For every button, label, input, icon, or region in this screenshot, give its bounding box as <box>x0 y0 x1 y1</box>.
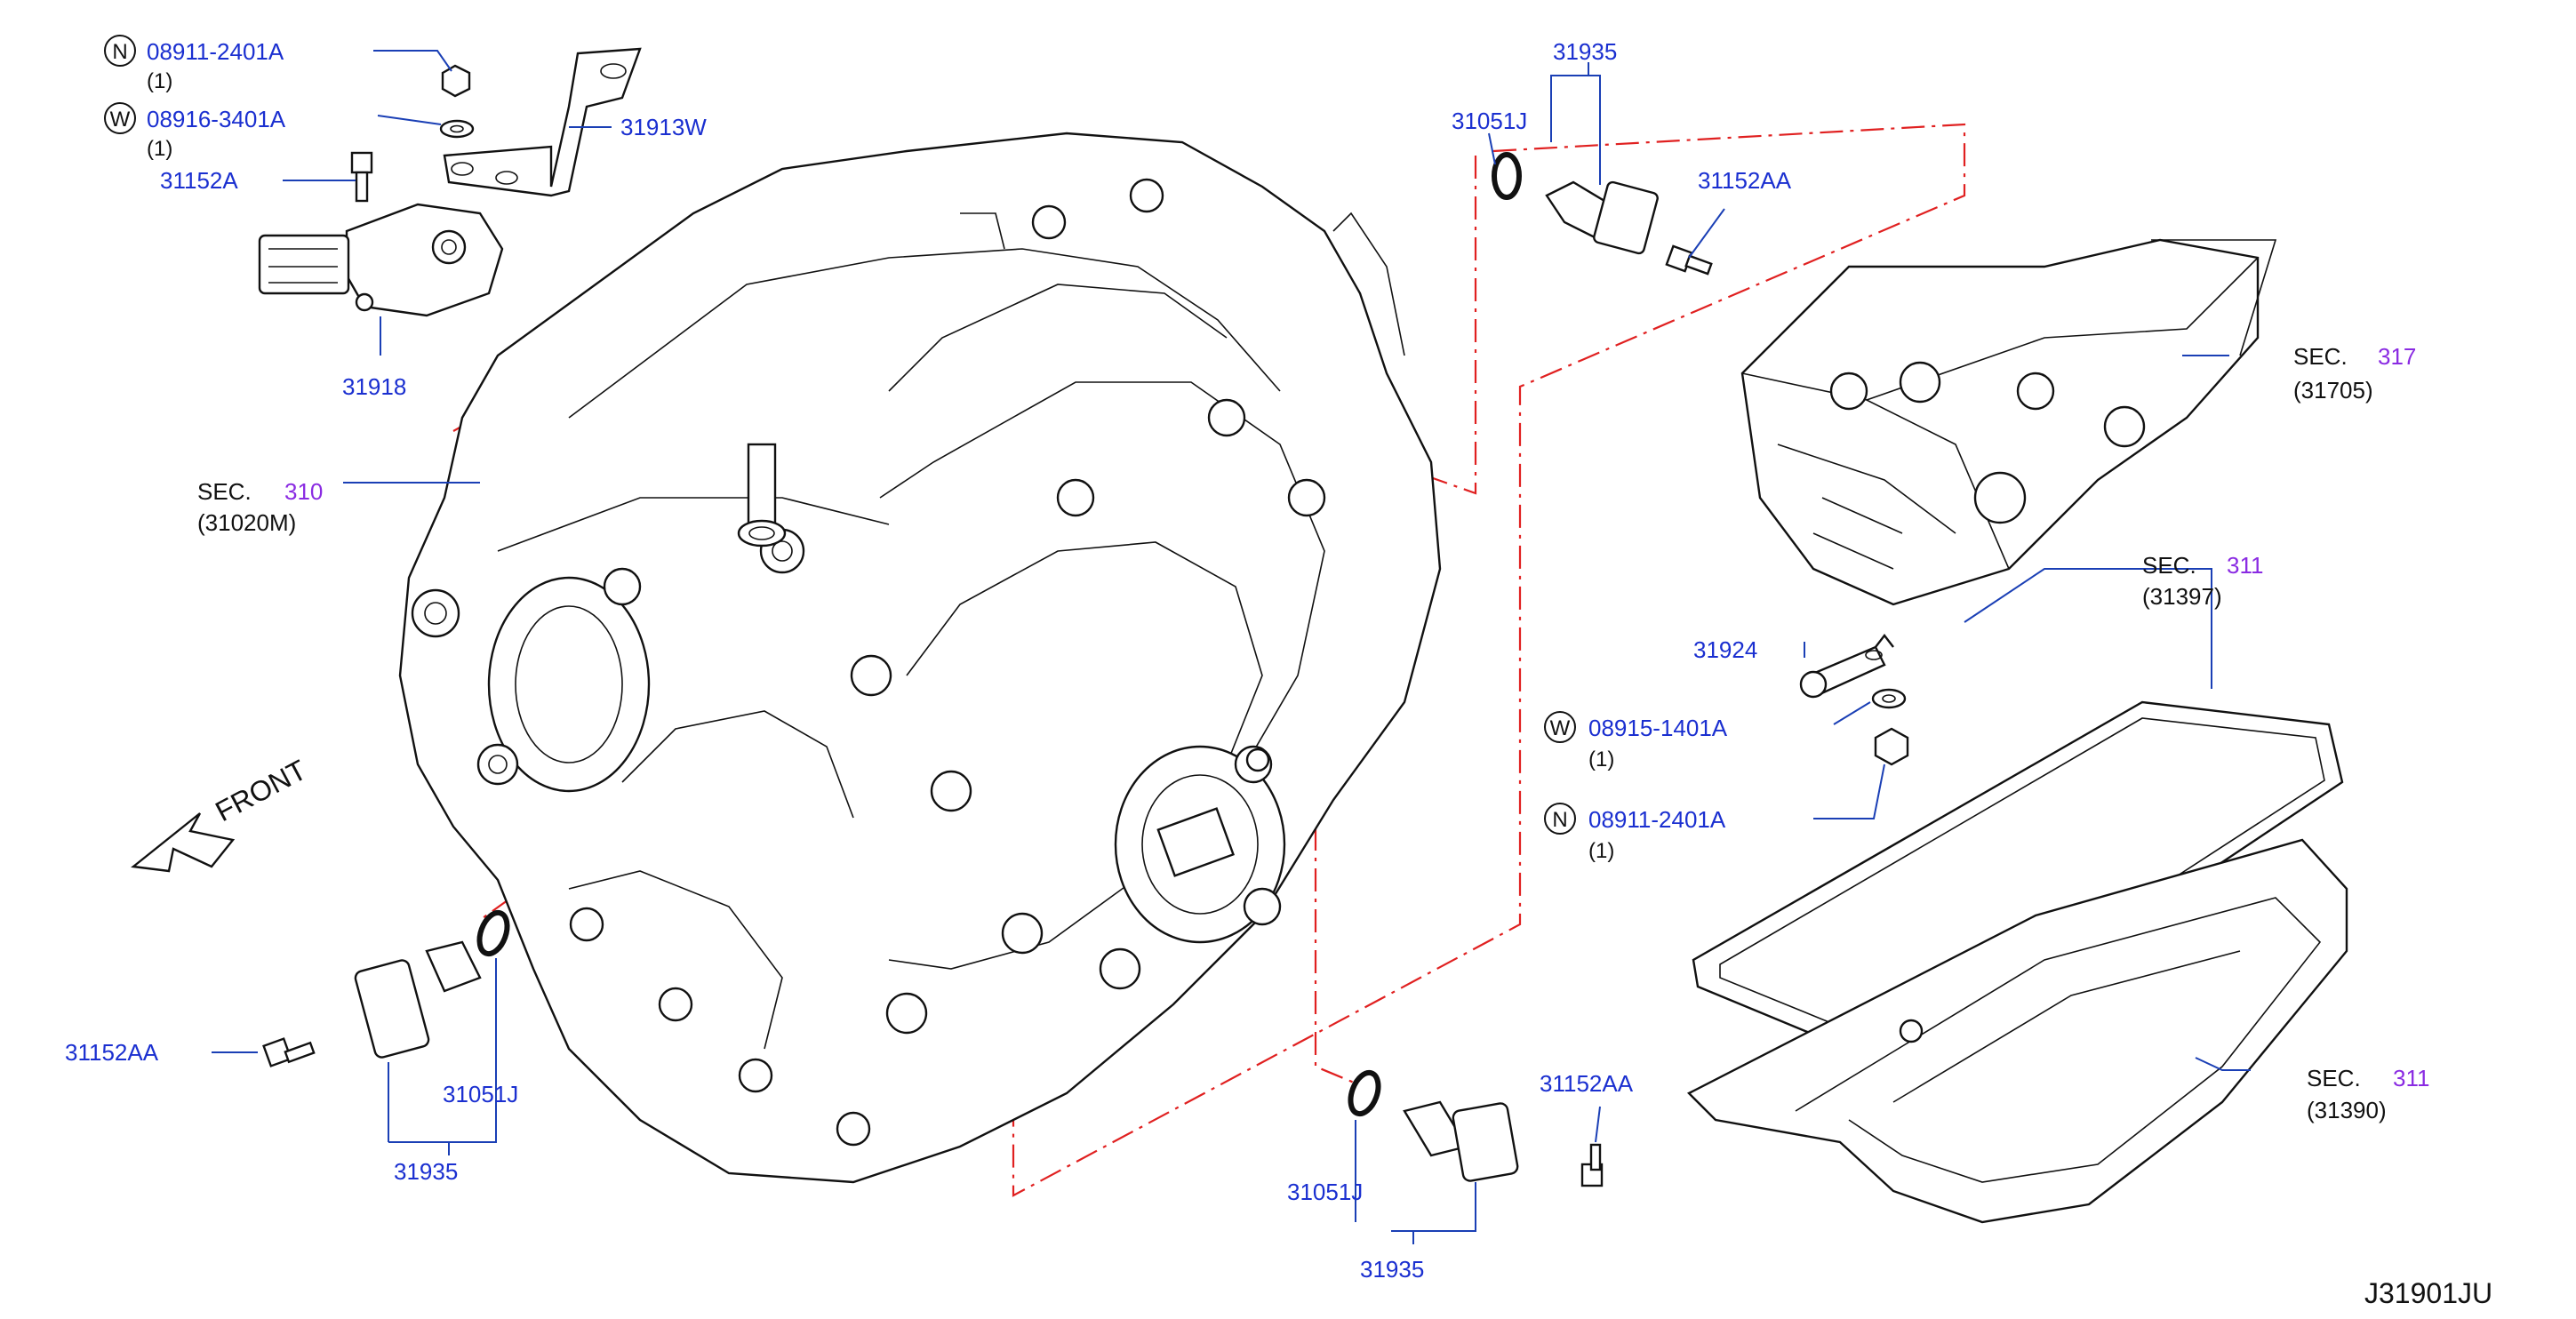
front-label: FRONT <box>210 754 311 828</box>
inhibitor-switch <box>258 203 504 317</box>
sec-number: 317 <box>2378 343 2416 370</box>
oring-part-number: 31051J <box>1452 108 1527 134</box>
nut-quantity: (1) <box>1588 839 1614 863</box>
washer-symbol-circle <box>104 102 136 134</box>
manual-lever <box>1799 634 1894 699</box>
nut-symbol-letter: N <box>112 40 127 64</box>
oring-part-number: 31051J <box>443 1081 518 1107</box>
washer-symbol-letter: W <box>110 108 131 132</box>
sensor-part-number: 31935 <box>1553 38 1617 65</box>
sec-number: 311 <box>2227 552 2263 579</box>
callout-symbols <box>104 35 1576 835</box>
sensor-bolt-part-number: 31152AA <box>1540 1070 1634 1097</box>
nut-symbol-circle <box>104 35 136 67</box>
top-nut <box>441 64 471 98</box>
transaxle-case <box>398 132 1442 1184</box>
sensor-part-number: 31935 <box>394 1158 458 1185</box>
sensor-bolt-part-number: 31152AA <box>1698 167 1792 194</box>
speed-sensor-left <box>262 909 510 1067</box>
sec-prefix: SEC. <box>2142 552 2196 579</box>
sec-prefix: SEC. <box>197 478 252 505</box>
switch-bolt <box>350 151 373 203</box>
nut-symbol-circle <box>1544 803 1576 835</box>
bracket-part-number: 31913W <box>620 114 707 140</box>
front-direction-arrow <box>131 812 236 873</box>
washer-symbol-letter: W <box>1550 716 1571 740</box>
washer-quantity: (1) <box>147 137 172 161</box>
sec-number: 311 <box>2393 1065 2429 1091</box>
speed-sensor-top <box>1492 152 1713 276</box>
lever-part-number: 31924 <box>1693 636 1757 663</box>
oil-pan <box>1686 838 2348 1224</box>
washer-part-number: 08915-1401A <box>1588 715 1728 741</box>
oring-part-number: 31051J <box>1287 1179 1363 1205</box>
sensor-bolt-part-number: 31152AA <box>65 1039 159 1066</box>
washer-part-number: 08916-3401A <box>147 106 286 132</box>
top-washer <box>439 119 475 139</box>
washer-quantity: (1) <box>1588 747 1614 771</box>
sec-number: 310 <box>284 478 323 505</box>
sec-prefix: SEC. <box>2293 343 2348 370</box>
switch-part-number: 31918 <box>342 373 406 400</box>
nut-part-number: 08911-2401A <box>147 38 284 65</box>
washer-symbol-circle <box>1544 711 1576 743</box>
bolt-part-number: 31152A <box>160 167 238 194</box>
mid-washer <box>1871 688 1907 709</box>
sec-reference: (31390) <box>2307 1097 2387 1123</box>
nut-symbol-letter: N <box>1552 808 1567 832</box>
speed-sensor-bottom <box>1348 1069 1604 1187</box>
sec-reference: (31397) <box>2142 583 2222 610</box>
sec-reference: (31020M) <box>197 509 296 536</box>
sensor-part-number: 31935 <box>1360 1256 1424 1283</box>
sec-prefix: SEC. <box>2307 1065 2361 1091</box>
mid-nut <box>1874 727 1909 766</box>
switch-bracket <box>443 47 642 197</box>
leader-lines <box>212 50 2251 1244</box>
nut-part-number: 08911-2401A <box>1588 806 1726 833</box>
diagram-id: J31901JU <box>2364 1277 2492 1309</box>
sec-reference: (31705) <box>2293 377 2373 404</box>
nut-quantity: (1) <box>147 69 172 93</box>
control-valve-body <box>1740 238 2277 606</box>
